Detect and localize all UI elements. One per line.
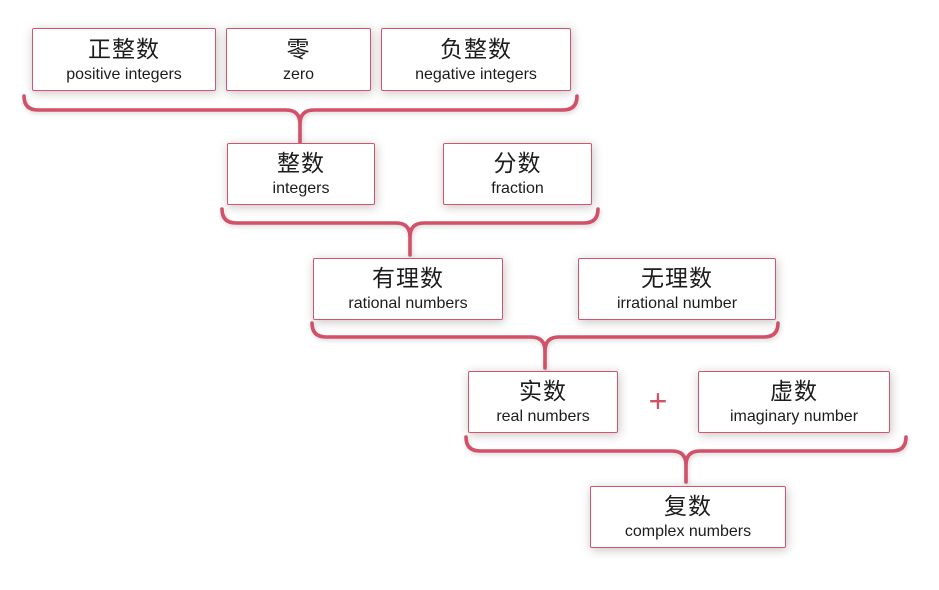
node-irrational-number: 无理数 irrational number xyxy=(578,258,776,320)
node-rational-numbers-zh: 有理数 xyxy=(372,265,444,291)
node-real-numbers-zh: 实数 xyxy=(519,378,567,404)
node-negative-integers-zh: 负整数 xyxy=(440,35,512,62)
node-real-numbers-en: real numbers xyxy=(496,408,590,425)
node-positive-integers: 正整数 positive integers xyxy=(32,28,216,91)
node-irrational-number-zh: 无理数 xyxy=(641,265,713,291)
brace-to-integers xyxy=(22,94,579,144)
node-fraction-zh: 分数 xyxy=(493,150,542,176)
node-complex-numbers-zh: 复数 xyxy=(664,493,712,519)
node-zero-en: zero xyxy=(282,65,315,83)
node-integers: 整数 integers xyxy=(227,143,375,205)
brace-to-complex xyxy=(464,435,908,484)
node-imaginary-number: 虚数 imaginary number xyxy=(698,371,890,433)
node-imaginary-number-en: imaginary number xyxy=(729,408,859,425)
node-rational-numbers: 有理数 rational numbers xyxy=(313,258,503,320)
node-integers-en: integers xyxy=(272,180,330,197)
node-complex-numbers-en: complex numbers xyxy=(624,523,752,540)
node-negative-integers: 负整数 negative integers xyxy=(381,28,571,91)
node-positive-integers-en: positive integers xyxy=(66,65,182,83)
node-irrational-number-en: irrational number xyxy=(616,295,738,312)
node-zero: 零 zero xyxy=(226,28,371,91)
node-integers-zh: 整数 xyxy=(277,150,325,176)
node-rational-numbers-en: rational numbers xyxy=(348,295,468,312)
brace-to-real xyxy=(310,321,780,370)
node-fraction: 分数 fraction xyxy=(443,143,592,205)
node-imaginary-number-zh: 虚数 xyxy=(770,378,818,404)
node-real-numbers: 实数 real numbers xyxy=(468,371,618,433)
brace-to-rational xyxy=(220,207,600,257)
plus-operator: + xyxy=(648,382,668,419)
node-complex-numbers: 复数 complex numbers xyxy=(590,486,786,548)
node-fraction-en: fraction xyxy=(491,180,544,197)
node-positive-integers-zh: 正整数 xyxy=(88,35,160,62)
node-negative-integers-en: negative integers xyxy=(415,65,537,83)
node-zero-zh: 零 xyxy=(286,35,311,62)
